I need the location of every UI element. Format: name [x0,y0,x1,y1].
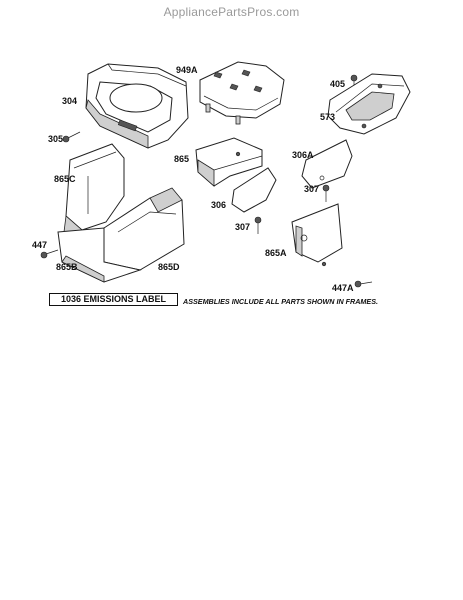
label-447A: 447A [332,283,354,293]
bracket-865[interactable] [195,137,263,187]
screw-307-lower[interactable] [254,216,262,234]
cylinder-shroud-865B[interactable] [57,227,142,283]
baffle-306[interactable] [231,167,277,213]
screw-447A[interactable] [354,280,373,288]
label-447: 447 [32,240,47,250]
screw-307-upper[interactable] [322,184,330,202]
label-304: 304 [62,96,77,106]
blower-housing-304[interactable] [85,63,189,149]
label-305: 305 [48,134,63,144]
screw-305[interactable] [62,131,81,143]
label-865: 865 [174,154,189,164]
assemblies-note: ASSEMBLIES INCLUDE ALL PARTS SHOWN IN FR… [183,297,379,306]
label-949A: 949A [176,65,198,75]
watermark: AppliancePartsPros.com [163,5,300,19]
label-865B: 865B [56,262,78,272]
label-573: 573 [320,112,335,122]
label-306: 306 [211,200,226,210]
emissions-label-box: 1036 EMISSIONS LABEL [49,293,178,306]
bracket-865A[interactable] [291,203,343,267]
baffle-306A[interactable] [301,139,353,189]
label-865D: 865D [158,262,180,272]
label-405: 405 [330,79,345,89]
cover-949A[interactable] [199,61,285,125]
label-865A: 865A [265,248,287,258]
label-307-upper: 307 [304,184,319,194]
label-307-lower: 307 [235,222,250,232]
screw-447[interactable] [40,249,59,259]
label-865C: 865C [54,174,76,184]
guard-573[interactable] [327,73,411,135]
label-306A: 306A [292,150,314,160]
